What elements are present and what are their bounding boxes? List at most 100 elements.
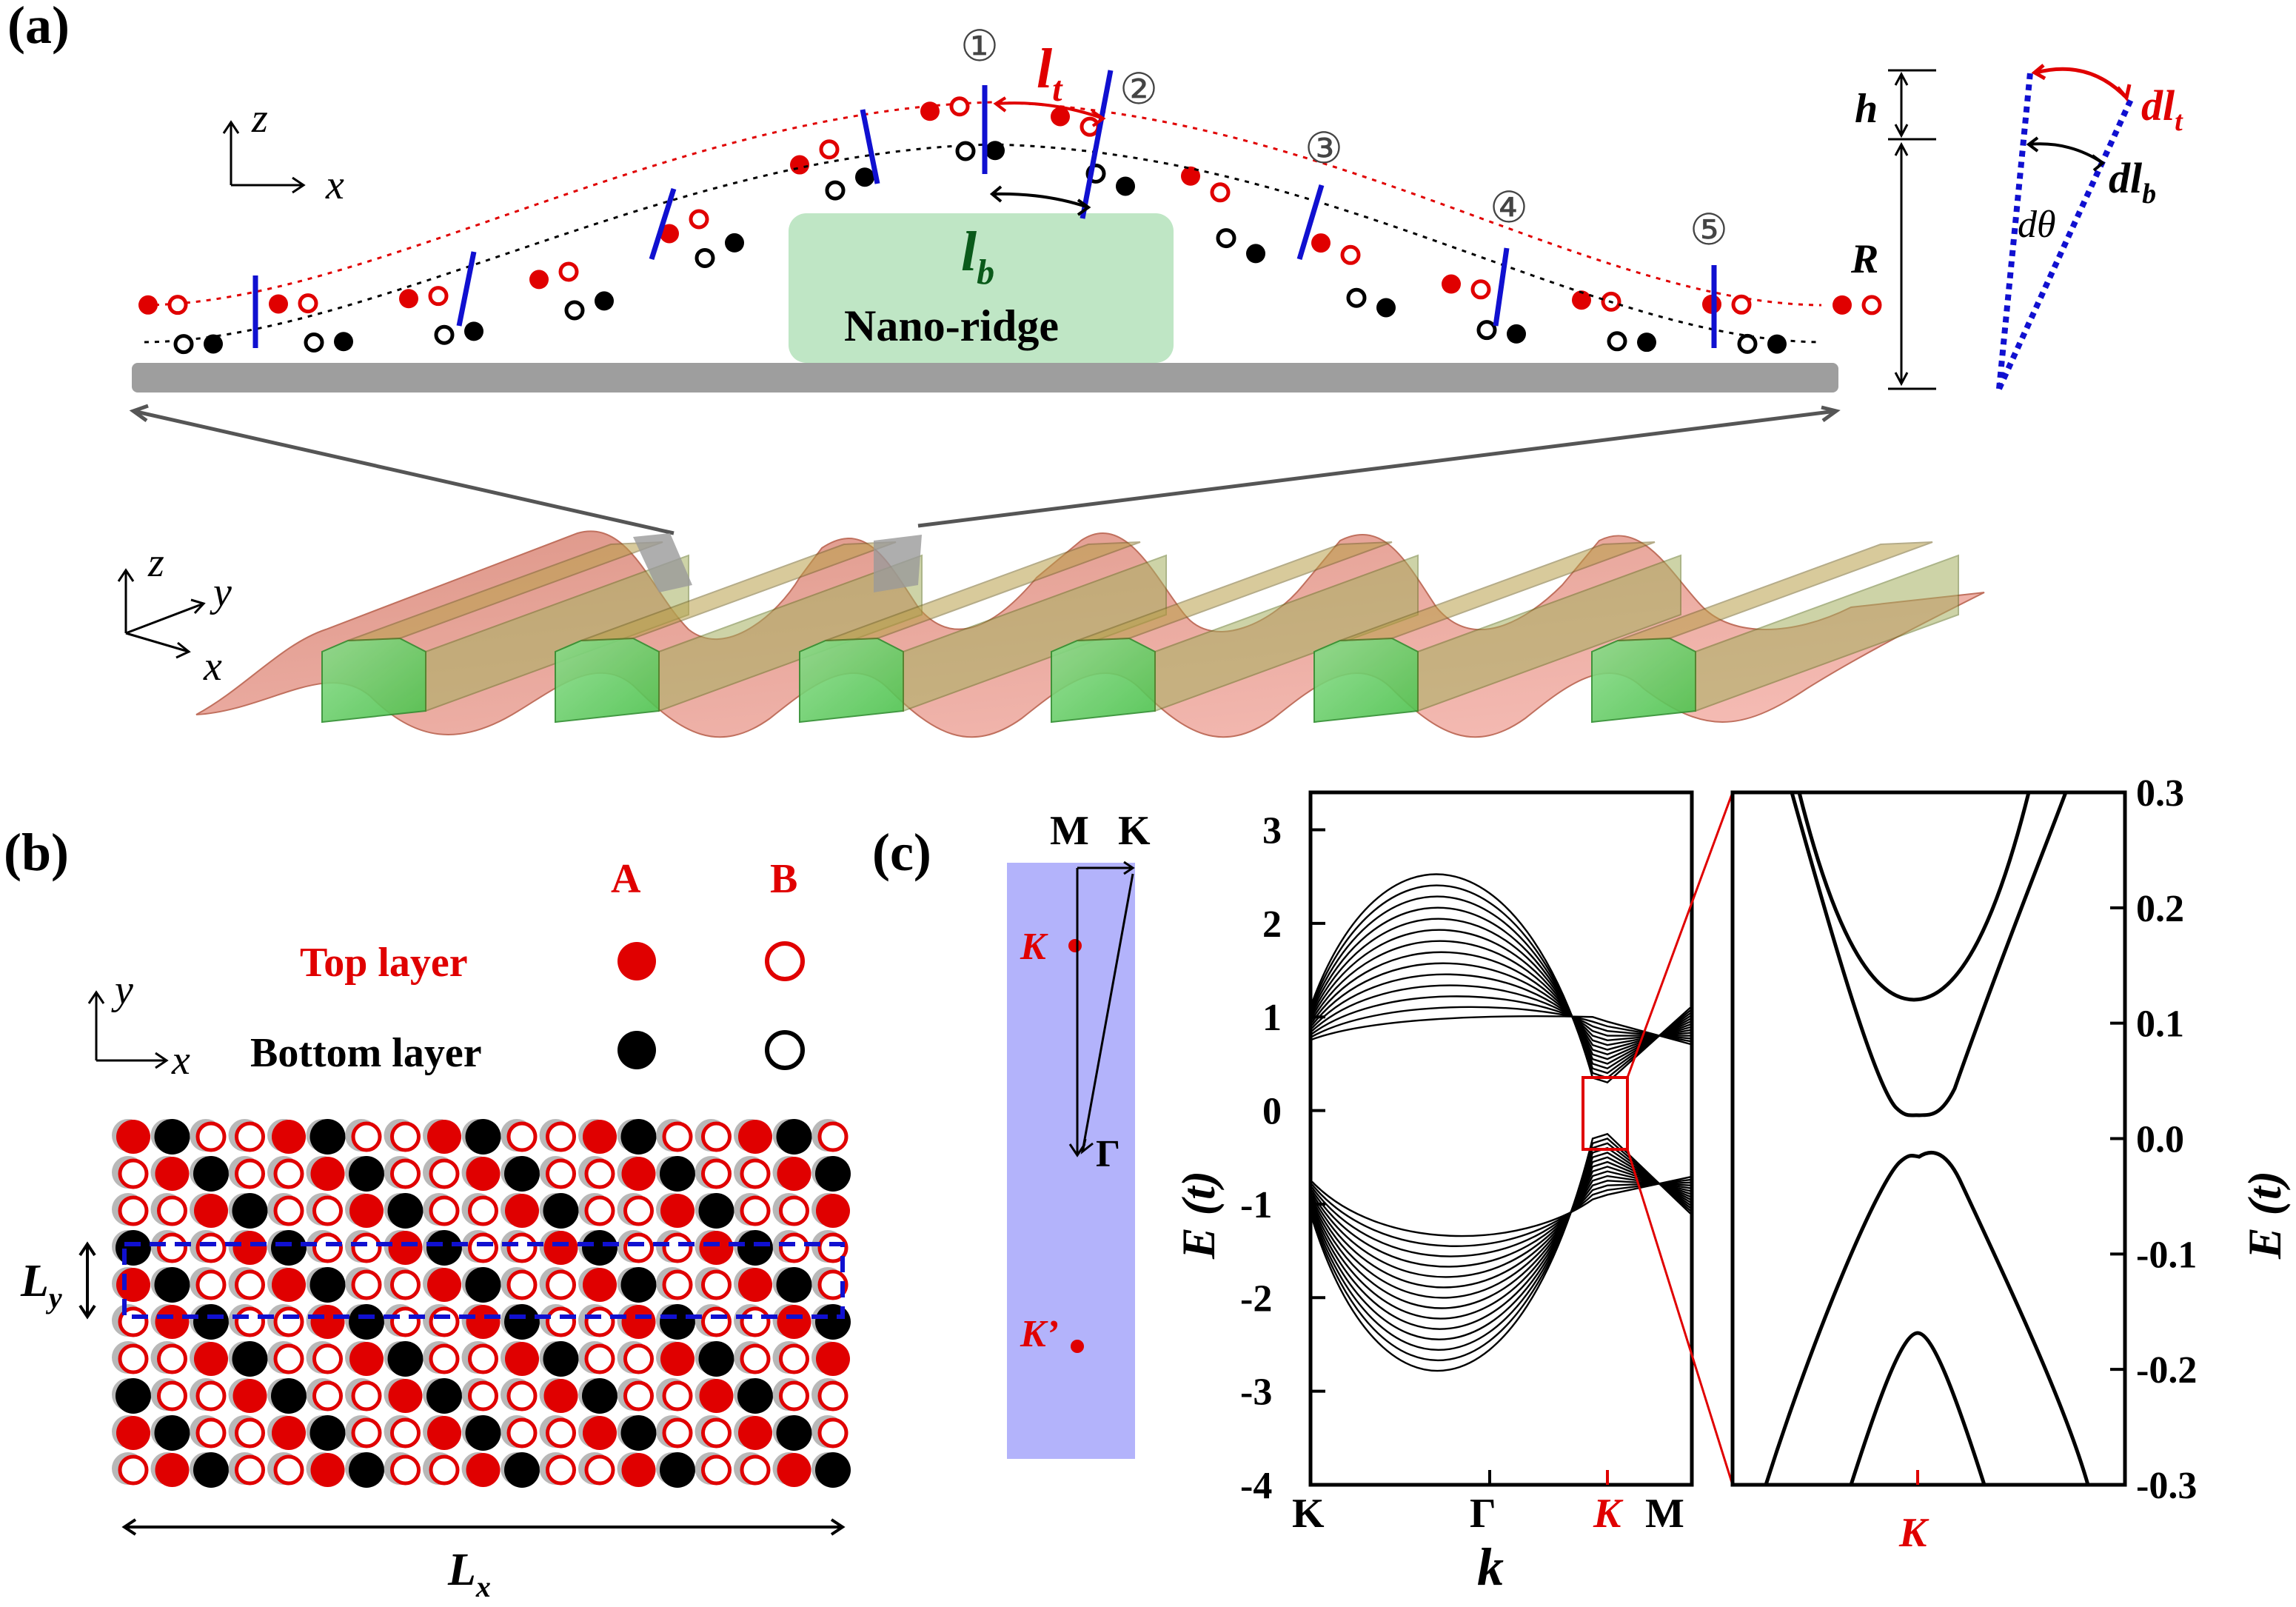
lattice-top-A [660, 1194, 695, 1228]
band-line-lower [1311, 1180, 1691, 1268]
Ly-arrow [78, 1241, 96, 1320]
lattice-bottom-A [582, 1378, 617, 1414]
zoom-ytick-label: 0.3 [2136, 772, 2184, 815]
main-xticks: K Γ K M [1292, 1470, 1684, 1537]
lattice-top-B [817, 1380, 849, 1411]
lattice-top-B [662, 1232, 693, 1263]
lattice-bottom-A [504, 1304, 540, 1340]
top-atom-B [1080, 116, 1100, 137]
lattice-bottom-A [426, 1230, 462, 1266]
zoom-ytick-label: -0.1 [2136, 1234, 2197, 1276]
lattice-top-A [543, 1231, 578, 1265]
main-ytick-label: 3 [1262, 810, 1282, 852]
bottom-atom-A [464, 321, 483, 341]
main-ytick-label: -1 [1240, 1184, 1272, 1226]
lattice-top-A [310, 1157, 345, 1191]
bottom-atom-A [1116, 176, 1135, 196]
lattice-top-B [195, 1232, 227, 1263]
panel-c-label: (c) [872, 823, 931, 882]
lattice-top-A [816, 1194, 850, 1228]
lattice-bottom-A [620, 1415, 657, 1451]
lattice-top-B [351, 1232, 382, 1263]
l-t-arrow [995, 101, 1104, 120]
lattice-top-B [235, 1121, 265, 1152]
lattice-bottom-A [309, 1119, 346, 1155]
top-atom-B [689, 209, 709, 230]
lattice-top-B [701, 1417, 732, 1449]
lattice-top-B [584, 1306, 615, 1337]
lattice-top-A [777, 1157, 811, 1191]
ridge-block-front [1591, 637, 1696, 724]
lattice-top-B [429, 1306, 460, 1337]
lattice-top-A [427, 1120, 461, 1154]
lattice-top-B [390, 1158, 421, 1189]
panel-b-label: (b) [4, 823, 69, 882]
lattice-bottom-A [154, 1119, 190, 1155]
bottom-atom-A [1767, 334, 1787, 354]
ridge-block-front [1313, 637, 1419, 724]
lattice-bottom-A [349, 1304, 384, 1340]
h-label: h [1855, 86, 1878, 132]
lattice-top-A [543, 1379, 578, 1413]
ridge-block-front [799, 637, 904, 724]
lattice-top-B [312, 1343, 343, 1374]
band-line-upper [1311, 995, 1691, 1040]
lattice-top-B [740, 1454, 771, 1486]
lattice-top-B [662, 1417, 693, 1449]
lattice-top-B [390, 1454, 421, 1486]
lattice-top-B [779, 1343, 809, 1374]
lattice-top-B [429, 1158, 460, 1189]
lattice-top-B [817, 1121, 849, 1152]
lattice-top-B [351, 1121, 382, 1152]
lattice-top-A [583, 1416, 617, 1450]
site-marker-2: ② [1119, 65, 1158, 113]
ridge-block-front [555, 637, 660, 724]
lattice-top-B [157, 1232, 187, 1263]
lattice-bottom-A [232, 1341, 268, 1377]
lattice-top-B [740, 1306, 771, 1337]
band-line-upper [1311, 973, 1691, 1042]
top-atom-A [529, 270, 549, 290]
lattice-top-B [118, 1343, 149, 1374]
lattice-top-B [273, 1158, 304, 1189]
bz-K-label: K [1118, 808, 1151, 854]
band-line-upper [1311, 984, 1690, 1037]
lattice-top-B [701, 1306, 732, 1337]
top-atom-B [298, 293, 318, 314]
lattice-bottom-A [193, 1304, 229, 1340]
axis-indicator-xz [222, 120, 306, 194]
top-atom-A [138, 295, 158, 315]
legend-top-A [617, 942, 656, 980]
lattice-top-B [468, 1232, 498, 1263]
lattice-top-A [116, 1268, 150, 1302]
top-atom-B [428, 286, 449, 307]
lattice-top-B [546, 1269, 576, 1300]
normal-sticks [252, 70, 1717, 348]
top-atom-A [1311, 233, 1331, 253]
lattice-top-A [466, 1157, 501, 1191]
lattice-bottom-A [543, 1341, 579, 1377]
lattice-top-A [388, 1231, 423, 1265]
nano-ridge-block [789, 213, 1174, 363]
ridge-block-top [825, 541, 1141, 641]
top-atom-B [558, 261, 579, 282]
lattice-grid [112, 1119, 851, 1488]
top-atom-B [819, 139, 840, 160]
bottom-chain [144, 141, 1822, 355]
main-ytick-label: 1 [1262, 997, 1282, 1039]
zoom-connectors [129, 404, 1841, 535]
top-atom-A [790, 155, 809, 175]
lattice-top-A [505, 1342, 539, 1376]
lattice-top-B [118, 1158, 149, 1189]
curvature-schematic [1888, 64, 2135, 390]
ridge-block-side [1417, 554, 1681, 712]
lattice-top-B [817, 1269, 849, 1300]
Lx-arrow [121, 1518, 846, 1536]
bottom-atom-A [1376, 298, 1396, 318]
band-plot-zoom: 0.30.20.10.0-0.1-0.2-0.3 K E (t) [1730, 772, 2291, 1556]
main-ytick-label: -3 [1240, 1372, 1272, 1414]
lattice-top-B [468, 1195, 498, 1226]
lattice-top-A [816, 1342, 850, 1376]
